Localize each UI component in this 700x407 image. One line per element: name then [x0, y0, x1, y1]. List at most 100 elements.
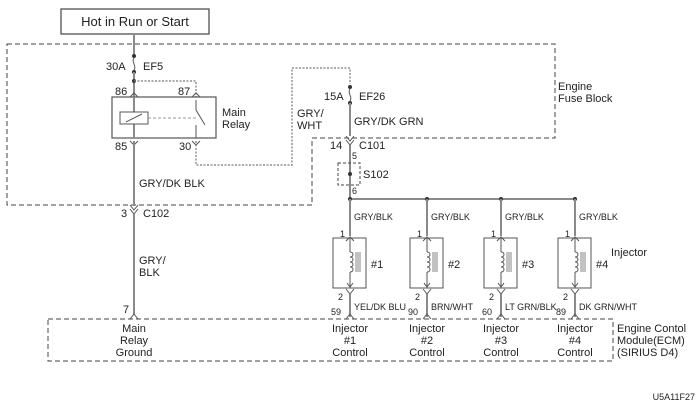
injector-control-wire-label: BRN/WHT: [431, 302, 473, 312]
solenoid-coil-icon: [500, 251, 505, 273]
injector-control-label: #4: [569, 335, 581, 347]
connector-arrow-icon: [345, 313, 355, 320]
relay-pin-86: 86: [115, 86, 127, 98]
splice-s102-box: [337, 162, 361, 186]
injector-pin-top: 1: [491, 229, 496, 239]
injector-control-label: Injector: [409, 323, 445, 335]
gry-wht-wire: [195, 67, 351, 166]
fuse-block-label-2: Fuse Block: [558, 93, 613, 105]
injector-number: #4: [596, 259, 608, 271]
injector-number: #3: [522, 259, 534, 271]
fuse-ef5-name: EF5: [143, 61, 163, 73]
connector-arrow-icon: [422, 236, 432, 242]
ground-label-3: Ground: [116, 347, 153, 359]
injector-pin-bottom: 2: [415, 292, 420, 302]
injector-pin-top: 1: [417, 229, 422, 239]
relay-pin-85: 85: [115, 141, 127, 153]
solenoid-coil-icon: [426, 251, 431, 273]
diagram-id: U5A11F27: [653, 392, 695, 402]
fuse-ef5-rating: 30A: [106, 61, 126, 73]
fuse-ef26-icon: [348, 88, 352, 102]
ecm-label-2: Module(ECM): [617, 335, 685, 347]
injector-group-label: Injector: [611, 247, 647, 259]
power-source-label: Hot in Run or Start: [81, 14, 189, 29]
arrow-down-icon: [423, 282, 431, 288]
injector-pin-bottom: 2: [338, 292, 343, 302]
relay-name-1: Main: [222, 107, 246, 119]
ecm-label-1: Engine Contol: [617, 323, 686, 335]
c101-pin: 14: [330, 140, 342, 152]
ecm-injector-pin: 60: [482, 307, 492, 317]
injector-number: #1: [371, 259, 383, 271]
connector-arrow-icon: [570, 236, 580, 242]
injector-control-label: Control: [557, 347, 592, 359]
injector-pin-top: 1: [340, 229, 345, 239]
ecm-injector-pin: 90: [408, 307, 418, 317]
injector-control-wire-label: LT GRN/BLK: [505, 302, 557, 312]
relay-coil-slash: [125, 113, 143, 123]
connector-arrow-icon: [496, 313, 506, 320]
connector-arrow-icon: [345, 236, 355, 242]
gry-dk-grn-label: GRY/DK GRN: [354, 116, 424, 128]
fuse-ef26-rating: 15A: [324, 91, 344, 103]
fuse-ef26-name: EF26: [359, 91, 385, 103]
injector-pin-top: 1: [565, 229, 570, 239]
injector-number: #2: [448, 259, 460, 271]
ecm-label-3: (SIRIUS D4): [617, 347, 678, 359]
ground-label-2: Relay: [120, 335, 149, 347]
injector-control-label: Injector: [483, 323, 519, 335]
connector-arrow-icon: [496, 288, 506, 295]
c102-pin: 3: [121, 208, 127, 220]
fuse-ef26-terminal-top: [348, 85, 352, 89]
c101-name: C101: [359, 140, 385, 152]
connector-arrow-icon: [129, 92, 139, 98]
s102-name: S102: [363, 169, 389, 181]
injector-control-label: #2: [421, 335, 433, 347]
connector-arrow-icon: [422, 288, 432, 295]
fuse-ef5-icon: [132, 57, 136, 71]
s102-pin-top: 5: [352, 151, 357, 161]
s102-pin-bottom: 6: [352, 186, 357, 196]
injector-feed-label: GRY/BLK: [431, 212, 470, 222]
gry-wht-label-1: GRY/: [297, 108, 325, 120]
connector-arrow-icon: [570, 288, 580, 295]
ecm-boundary: [47, 318, 614, 362]
injector-control-label: Injector: [557, 323, 593, 335]
ground-label-1: Main: [122, 323, 146, 335]
ecm-injector-pin: 59: [331, 307, 341, 317]
injector-control-label: Control: [332, 347, 367, 359]
power-source-box: [60, 8, 210, 35]
injector-control-label: #3: [495, 335, 507, 347]
connector-arrow-icon: [570, 313, 580, 320]
injector-control-label: Control: [483, 347, 518, 359]
injector-feed-label: GRY/BLK: [505, 212, 544, 222]
connector-arrow-icon: [191, 92, 201, 98]
arrow-down-icon: [571, 282, 579, 288]
connector-c102-icon: [129, 204, 139, 211]
injector-control-label: Control: [409, 347, 444, 359]
gry-wht-label-2: WHT: [297, 120, 322, 132]
connector-arrow-icon: [422, 313, 432, 320]
injector-control-wire-label: YEL/DK BLU: [354, 302, 406, 312]
connector-arrow-icon: [129, 313, 139, 320]
fuse-ef5-terminal-top: [132, 54, 136, 58]
c102-name: C102: [143, 208, 169, 220]
solenoid-coil-icon: [574, 251, 579, 273]
solenoid-coil-icon: [349, 251, 354, 273]
injector-control-label: Injector: [332, 323, 368, 335]
fuse-block-label-1: Engine: [558, 81, 592, 93]
injector-feed-label: GRY/BLK: [354, 212, 393, 222]
connector-arrow-icon: [345, 288, 355, 295]
ecm-injector-pin: 89: [556, 307, 566, 317]
splice-s102-dot: [348, 172, 352, 176]
injector-control-label: #1: [344, 335, 356, 347]
relay-name-2: Relay: [222, 119, 251, 131]
connector-arrow-icon: [496, 236, 506, 242]
engine-fuse-block-boundary: [6, 43, 556, 206]
relay-pin-87: 87: [178, 86, 190, 98]
ecm-ground-pin: 7: [123, 304, 129, 316]
injector-feed-label: GRY/BLK: [579, 212, 618, 222]
injector-control-wire-label: DK GRN/WHT: [579, 302, 637, 312]
